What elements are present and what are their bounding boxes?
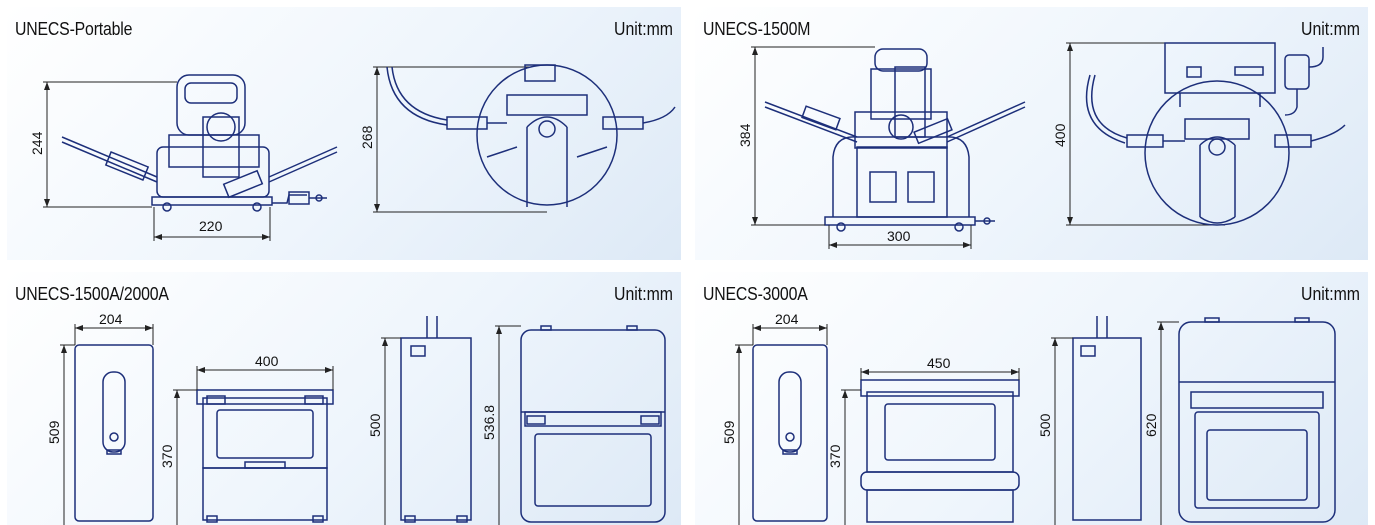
portable-drawing: 244 220 268	[29, 64, 676, 241]
a1500-drawing: 204 509 400 370 500 536.8	[46, 311, 666, 525]
dim-width: 300	[887, 228, 911, 244]
dim-side-height: 268	[359, 125, 375, 149]
panel-title: UNECS-3000A	[703, 284, 808, 304]
panel-title: UNECS-1500M	[703, 19, 811, 39]
panel-unecs-portable: UNECS-Portable Unit:mm	[7, 7, 681, 260]
dim-height: 244	[29, 131, 45, 155]
unit-label: Unit:mm	[614, 284, 673, 304]
dim-width: 220	[199, 218, 223, 234]
dim-depth: 204	[775, 311, 799, 327]
dim-front-height: 370	[827, 444, 843, 468]
dim-open-height: 536.8	[481, 405, 497, 440]
unit-label: Unit:mm	[614, 19, 673, 39]
dim-front-height: 370	[159, 444, 175, 468]
panel-title: UNECS-Portable	[15, 19, 133, 39]
panel-unecs-1500a-2000a: UNECS-1500A/2000A Unit:mm	[7, 272, 681, 525]
unit-label: Unit:mm	[1301, 284, 1360, 304]
dim-open-height: 620	[1143, 413, 1159, 437]
dim-width: 450	[927, 355, 951, 371]
dim-side-height: 500	[1037, 413, 1053, 437]
a3000-drawing: 204 509 450 370 500 620	[721, 311, 1336, 525]
dim-side-height: 400	[1052, 123, 1068, 147]
panel-title: UNECS-1500A/2000A	[15, 284, 169, 304]
dim-height: 384	[737, 123, 753, 147]
dim-height: 509	[721, 420, 737, 444]
dim-side-height: 500	[367, 413, 383, 437]
panel-unecs-3000a: UNECS-3000A Unit:mm	[695, 272, 1368, 525]
dim-height: 509	[46, 420, 62, 444]
m1500-drawing: 384 300 400	[737, 42, 1346, 249]
dim-depth: 204	[99, 311, 123, 327]
unit-label: Unit:mm	[1301, 19, 1360, 39]
dim-width: 400	[255, 353, 279, 369]
panel-unecs-1500m: UNECS-1500M Unit:mm	[695, 7, 1368, 260]
